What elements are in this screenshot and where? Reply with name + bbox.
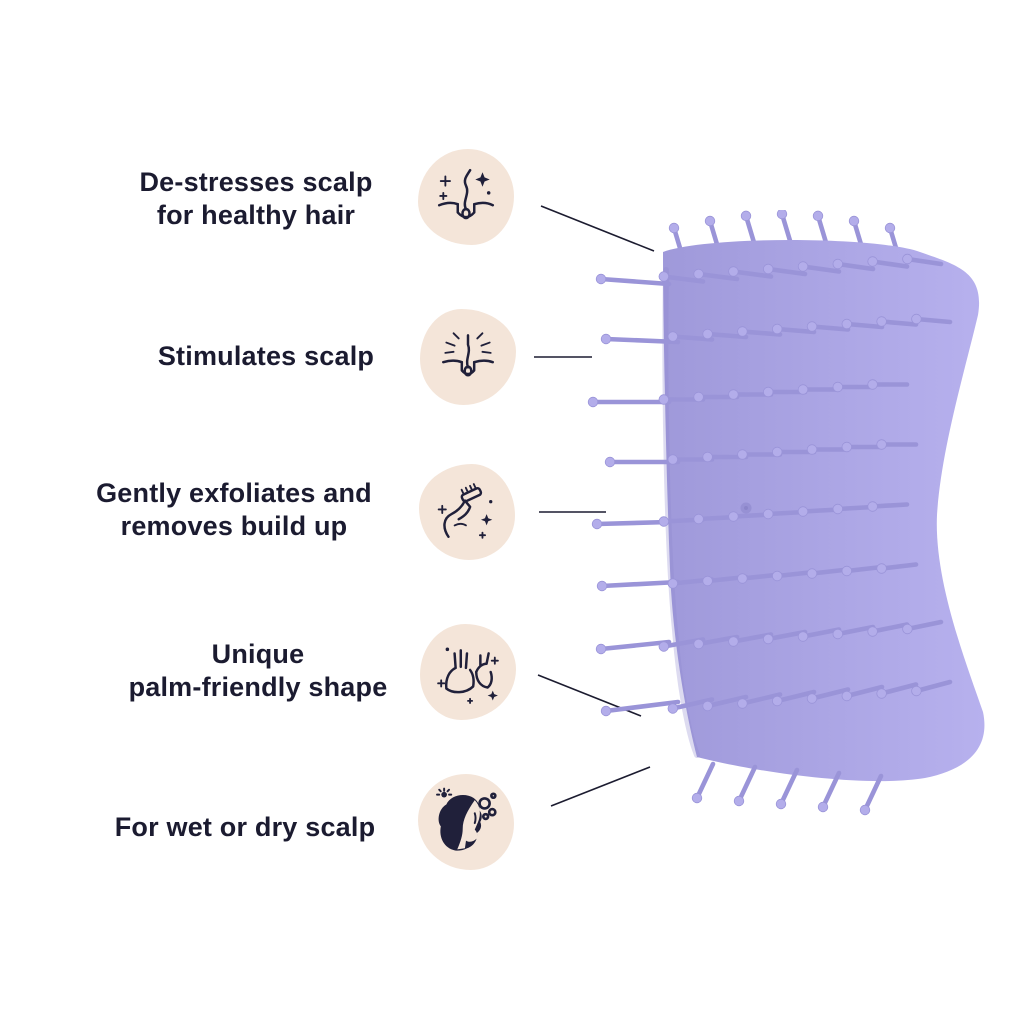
hair-follicle-sparkles-icon bbox=[418, 149, 514, 245]
feature-label-stimulate: Stimulates scalp bbox=[157, 341, 375, 371]
feature-label-palm: Unique palm-friendly shape bbox=[128, 639, 388, 702]
feature-label-exfoliate: Gently exfoliates and removes build up bbox=[96, 478, 372, 541]
product-image-scalp-brush bbox=[587, 210, 985, 816]
woman-head-bubbles-icon bbox=[418, 774, 514, 870]
hand-with-comb-icon bbox=[419, 464, 515, 560]
open-palms-sparkles-icon bbox=[420, 624, 516, 720]
feature-label-wet-dry: For wet or dry scalp bbox=[114, 812, 376, 842]
hair-follicle-stimulate-icon bbox=[420, 309, 516, 405]
feature-label-destress: De-stresses scalp for healthy hair bbox=[139, 167, 373, 230]
